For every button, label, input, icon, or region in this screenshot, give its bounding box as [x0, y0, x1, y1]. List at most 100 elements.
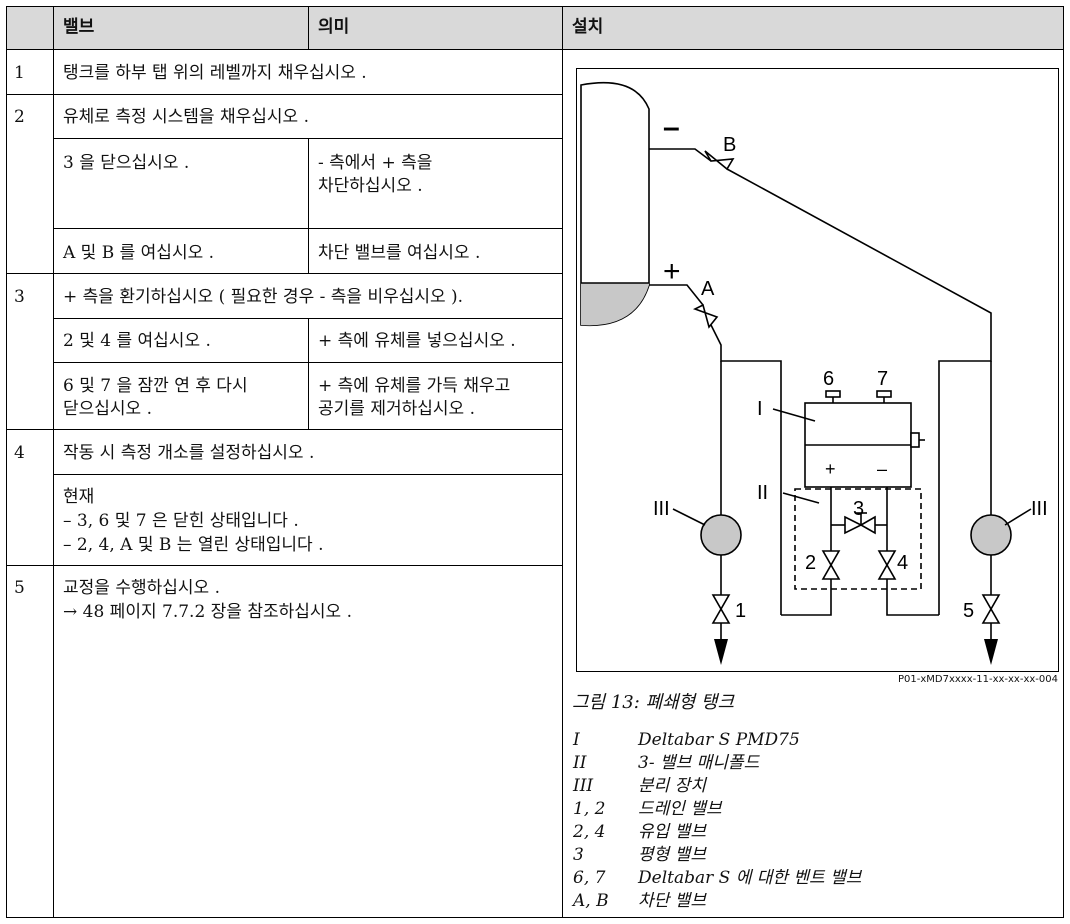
- figure-code: P01-xMD7xxxx-11-xx-xx-xx-004: [897, 674, 1058, 685]
- valve-A-label: A: [701, 278, 715, 300]
- legend-key: II: [573, 753, 587, 773]
- valve-2-label: 2: [805, 552, 816, 574]
- table-border-right: [1063, 6, 1064, 918]
- row-separator: [53, 228, 562, 229]
- valve-1: [711, 594, 731, 611]
- cell-text: 닫으십시오 .: [63, 399, 153, 419]
- row-number: 1: [14, 63, 25, 83]
- row-text: 탱크를 하부 탭 위의 레벨까지 채우십시오 .: [63, 63, 367, 83]
- install-column-divider: [562, 6, 563, 918]
- legend-key: 3: [573, 845, 584, 865]
- legend-key: A, B: [573, 891, 609, 911]
- table-border-bottom: [6, 917, 1064, 918]
- row-number: 4: [14, 443, 25, 463]
- legend-key: III: [573, 776, 594, 796]
- cell-divider: [308, 138, 309, 273]
- label-III-right: III: [1031, 498, 1048, 520]
- status-title: 현재: [63, 487, 95, 507]
- legend-key: 2, 4: [573, 822, 606, 842]
- cell-text: - 측에서 + 측을: [318, 153, 433, 173]
- row-separator: [6, 565, 562, 566]
- valve-3: [844, 515, 863, 535]
- valve-1-label: 1: [735, 600, 746, 622]
- header-meaning-divider: [308, 6, 309, 49]
- cell-text: 2 및 4 를 여십시오 .: [63, 331, 211, 351]
- row-number: 2: [14, 107, 25, 127]
- figure-caption: 그림 13: 폐쇄형 탱크: [572, 692, 735, 713]
- row-text: → 48 페이지 7.7.2 장을 참조하십시오 .: [63, 602, 352, 622]
- valve-4-label: 4: [897, 552, 908, 574]
- seal-III-right: [970, 514, 1012, 556]
- cell-text: 차단하십시오 .: [318, 176, 423, 196]
- minus-label: –: [663, 111, 680, 144]
- valve-A: [692, 303, 719, 329]
- cell-divider: [308, 318, 309, 429]
- vent-6-label: 6: [823, 368, 834, 390]
- vent-7-label: 7: [877, 368, 888, 390]
- minus-pipe: [649, 148, 712, 162]
- vent-valve-7: [876, 390, 892, 398]
- cell-text: + 측에 유체를 가득 채우고: [318, 376, 511, 396]
- legend-key: I: [573, 730, 580, 750]
- cell-text: 공기를 제거하십시오 .: [318, 399, 475, 419]
- row-separator: [6, 94, 562, 95]
- drain-arrow-left: [714, 639, 728, 665]
- valve-B-label: B: [723, 134, 736, 156]
- label-I: I: [757, 398, 763, 420]
- legend-value: 3- 밸브 매니폴드: [638, 753, 760, 773]
- legend-value: Deltabar S 에 대한 벤트 밸브: [638, 868, 862, 888]
- label-II: II: [757, 482, 768, 504]
- valve-2: [821, 550, 841, 567]
- header-divider: [6, 49, 1064, 50]
- row-separator: [53, 318, 562, 319]
- valve-B: [704, 150, 735, 171]
- valve-4: [877, 550, 897, 567]
- legend-value: 유입 밸브: [638, 822, 706, 842]
- tank-fluid: [581, 283, 649, 326]
- manifold-II: [794, 488, 922, 590]
- valve-5-label: 5: [963, 600, 974, 622]
- valve-3-label: 3: [853, 498, 864, 520]
- header-valve: 밸브: [63, 17, 95, 37]
- drain-arrow-right: [984, 639, 998, 665]
- valve-5: [981, 594, 1001, 611]
- row-number: 3: [14, 287, 25, 307]
- header-meaning: 의미: [318, 17, 350, 37]
- cell-text: 3 을 닫으십시오 .: [63, 153, 190, 173]
- row-text: 유체로 측정 시스템을 채우십시오 .: [63, 107, 309, 127]
- legend-value: 차단 밸브: [638, 891, 706, 911]
- legend-key: 6, 7: [573, 868, 606, 888]
- row-separator: [6, 429, 562, 430]
- cell-text: 차단 밸브를 여십시오 .: [318, 243, 481, 263]
- piping-diagram: – B + A 6 7 I II III III 3 2 4 1 5 + –: [580, 81, 1048, 665]
- row-separator: [53, 138, 562, 139]
- table-border-left: [6, 6, 7, 918]
- legend-key: 1, 2: [573, 799, 606, 819]
- legend-value: 분리 장치: [638, 776, 706, 796]
- legend-value: Deltabar S PMD75: [638, 730, 800, 750]
- closed-tank-figure: – B + A 6 7 I II III III 3 2 4 1 5 + –: [576, 68, 1059, 672]
- cell-text: A 및 B 를 여십시오 .: [63, 243, 215, 263]
- num-column-divider: [53, 6, 54, 918]
- legend-value: 평형 밸브: [638, 845, 706, 865]
- row-text: 작동 시 측정 개소를 설정하십시오 .: [63, 443, 315, 463]
- row-separator: [53, 474, 562, 475]
- label-III-left: III: [653, 498, 670, 520]
- cell-text: 6 및 7 을 잠깐 연 후 다시: [63, 376, 248, 396]
- header-install: 설치: [572, 17, 604, 37]
- seal-III-left: [700, 514, 742, 556]
- transmitter-minus: –: [877, 459, 887, 479]
- status-line: – 2, 4, A 및 B 는 열린 상태입니다 .: [63, 535, 324, 555]
- cell-text: + 측에 유체를 넣으십시오 .: [318, 331, 516, 351]
- plus-label: +: [663, 255, 681, 288]
- plus-pipe: [649, 284, 704, 306]
- row-separator: [6, 273, 562, 274]
- row-text: 교정을 수행하십시오 .: [63, 578, 220, 598]
- status-line: – 3, 6 및 7 은 닫힌 상태입니다 .: [63, 511, 299, 531]
- transmitter-plus: +: [825, 459, 836, 479]
- legend-value: 드레인 밸브: [638, 799, 722, 819]
- row-text: + 측을 환기하십시오 ( 필요한 경우 - 측을 비우십시오 ).: [63, 287, 464, 307]
- row-number: 5: [14, 578, 25, 598]
- table-border-top: [6, 6, 1064, 7]
- vent-valve-6: [825, 390, 841, 398]
